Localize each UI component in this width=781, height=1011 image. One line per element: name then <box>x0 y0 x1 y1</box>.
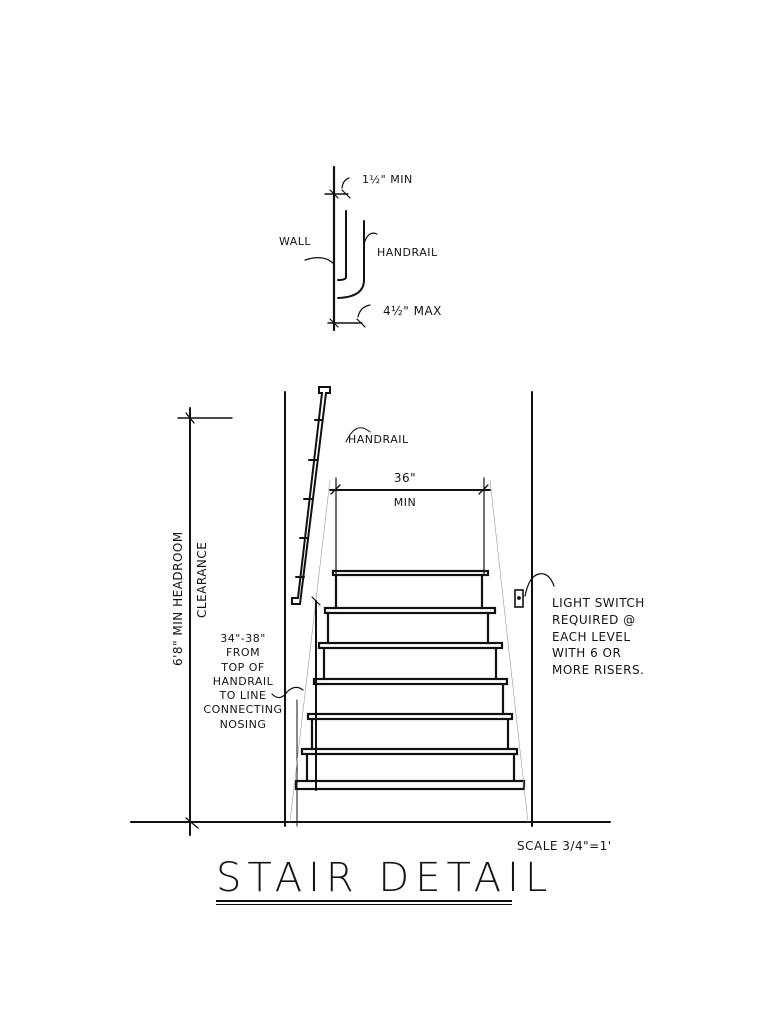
handrail-elevation <box>291 386 371 605</box>
handrail-elevation-label: HANDRAIL <box>348 433 409 446</box>
title-underline-2 <box>216 904 512 905</box>
headroom-label: 6'8" MIN HEADROOM <box>171 531 185 666</box>
drawing-title: STAIR DETAIL <box>216 855 554 901</box>
wall-label: WALL <box>279 235 312 248</box>
stair-width-dim: 36" <box>393 471 417 485</box>
stair-treads <box>294 569 526 791</box>
handrail-section-label: HANDRAIL <box>377 246 438 259</box>
light-switch-icon <box>514 589 524 608</box>
handrail-clearance-dim: 1½" MIN <box>362 173 413 186</box>
handrail-projection-dim: 4½" MAX <box>383 304 442 318</box>
handrail-section-detail <box>304 165 378 332</box>
light-switch-note: LIGHT SWITCH REQUIRED @ EACH LEVEL WITH … <box>552 596 645 678</box>
handrail-height-note: 34"-38" FROM TOP OF HANDRAIL TO LINE CON… <box>203 632 283 731</box>
title-underline <box>216 900 512 902</box>
headroom-clearance-label: CLEARANCE <box>195 541 209 618</box>
stair-width-note: MIN <box>393 496 417 509</box>
scale-note: SCALE 3/4"=1' <box>517 839 612 853</box>
